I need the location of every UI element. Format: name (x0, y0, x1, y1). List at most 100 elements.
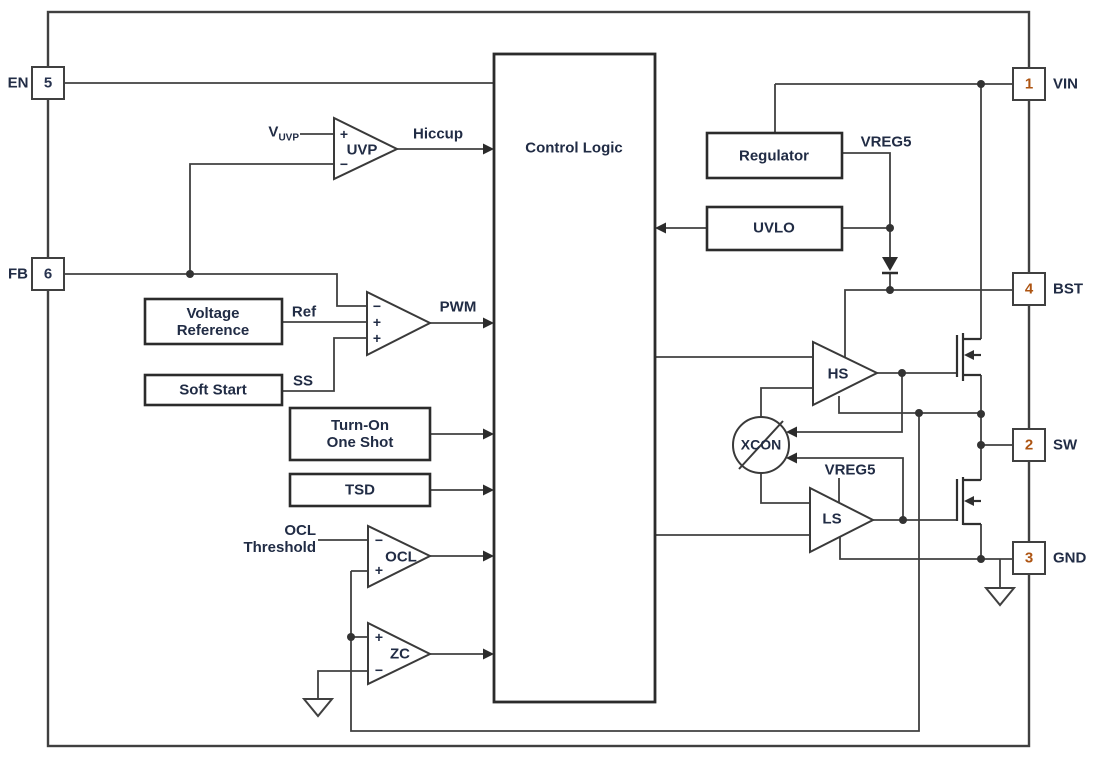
turn-on-one-shot-box (288, 406, 432, 462)
gnd-wire (839, 537, 1013, 560)
gnd-pin-label: GND (1053, 549, 1087, 567)
uvp-minus-sign: − (339, 156, 349, 172)
hiccup-label: Hiccup (412, 125, 464, 143)
vreg5-ls-label: VREG5 (824, 461, 876, 479)
fb-pin-number: 6 (43, 265, 53, 283)
hiccup-arrow (483, 143, 494, 155)
junction-dots (186, 80, 985, 641)
wires (64, 82, 1013, 732)
gnd-pin-box (1012, 541, 1046, 575)
hs-driver-label: HS (827, 365, 849, 383)
ls-driver-label: LS (822, 510, 842, 528)
gnd-pin-number: 3 (1024, 549, 1034, 567)
xcon-symbol (732, 416, 790, 474)
tsd-label: TSD (345, 481, 375, 499)
fb-pin-box (31, 257, 65, 291)
comparator-triangles (333, 116, 880, 686)
turn-on-arrow (483, 428, 494, 440)
zc-label: ZC (390, 645, 410, 663)
pwm-label: PWM (439, 298, 477, 316)
zc-arrow (483, 648, 494, 660)
soft-start-label: Soft Start (179, 381, 247, 399)
ocl-plus-sign: + (374, 562, 384, 578)
xcon-lower-arrow (786, 452, 797, 464)
vuvp-subscript: UVP (278, 132, 299, 144)
function-blocks (143, 52, 844, 704)
ls-xcon-wire (797, 457, 904, 520)
xcon-label: XCON (740, 436, 782, 453)
zc-plus-sign: + (374, 629, 384, 645)
ss-wire (282, 337, 367, 392)
error-amp (366, 290, 433, 357)
xcon-upper-arrow (786, 426, 797, 438)
vin-pin-label: VIN (1053, 75, 1079, 93)
hs-driver (812, 340, 880, 407)
ocl-arrow (483, 550, 494, 562)
control-logic-box (492, 52, 657, 704)
regulator-vin-wire (774, 83, 1013, 133)
uvp-comparator (333, 116, 400, 181)
voltage-reference-box (143, 297, 284, 346)
uvp-minus-wire (189, 163, 334, 274)
uvlo-label: UVLO (753, 219, 795, 237)
bst-pin-label: BST (1053, 280, 1083, 298)
zc-comparator (367, 621, 433, 686)
sw-pin-label: SW (1053, 436, 1078, 454)
fb-pin-label: FB (8, 265, 28, 283)
control-logic-label: Control Logic (525, 139, 623, 157)
error-amp-plus-sign-2: + (372, 330, 382, 346)
ocl-minus-sign: − (374, 532, 384, 548)
arrowheads (483, 143, 797, 660)
sw-pin-box (1012, 428, 1046, 462)
vin-pin-number: 1 (1024, 75, 1034, 93)
ocl-comparator (367, 524, 433, 589)
ocl-label: OCL (385, 548, 417, 566)
tsd-box (288, 472, 432, 508)
bst-pin-number: 4 (1024, 280, 1034, 298)
vuvp-label: VUVP (268, 123, 299, 144)
vin-pin-box (1012, 67, 1046, 101)
diode-symbol (882, 257, 898, 275)
hs-return-wire (838, 396, 981, 414)
ls-driver (809, 486, 876, 554)
uvlo-box (705, 205, 844, 252)
en-pin-box (31, 66, 65, 100)
zc-minus-sign: − (374, 662, 384, 678)
pwm-arrow (483, 317, 494, 329)
hs-mosfet-symbol (955, 333, 981, 381)
fb-wire (64, 273, 367, 307)
current-sense-wire (350, 413, 920, 732)
regulator-label: Regulator (738, 147, 810, 165)
tsd-arrow (483, 484, 494, 496)
vreg5-wire (842, 152, 891, 258)
regulator-box (705, 131, 844, 180)
error-amp-minus-sign: − (372, 298, 382, 314)
soft-start-box (143, 373, 284, 407)
ls-mosfet-symbol (955, 477, 981, 526)
bst-wire (844, 289, 1013, 358)
gnd-pin-ground-icon (983, 587, 1017, 607)
sw-pin-number: 2 (1024, 436, 1034, 454)
ss-label: SS (292, 372, 314, 390)
vreg5-top-label: VREG5 (860, 133, 912, 151)
chip-outline (46, 10, 1031, 748)
xcon-hs-wire (760, 387, 813, 417)
xcon-ls-wire (760, 473, 810, 504)
pin-boxes (31, 66, 1046, 575)
zc-ground-icon (301, 698, 335, 718)
bst-pin-box (1012, 272, 1046, 306)
ground-symbols (301, 587, 1017, 718)
uvlo-arrow (655, 222, 666, 234)
uvp-plus-sign: + (339, 126, 349, 142)
en-pin-number: 5 (43, 74, 53, 92)
hs-xcon-wire (797, 373, 903, 433)
error-amp-plus-sign-1: + (372, 314, 382, 330)
uvp-label: UVP (346, 141, 378, 159)
en-pin-label: EN (7, 74, 29, 92)
zc-minus-wire (317, 670, 368, 699)
